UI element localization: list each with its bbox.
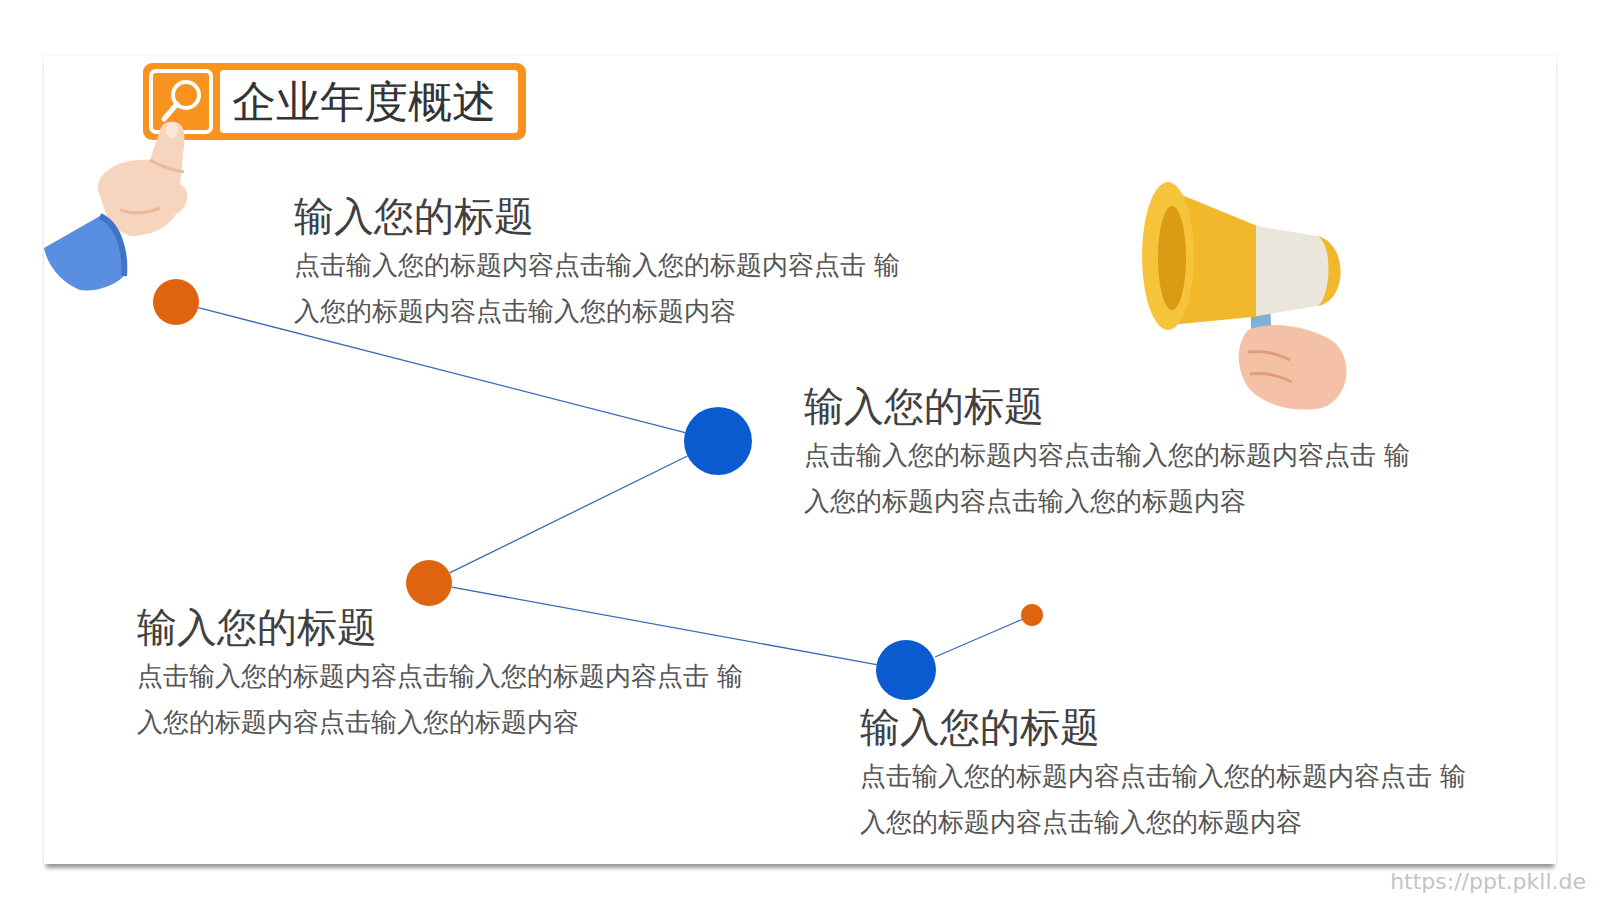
connector-stroke bbox=[452, 587, 877, 664]
connector-stroke bbox=[198, 308, 685, 433]
item-heading: 输入您的标题 bbox=[804, 382, 1414, 430]
item-heading: 输入您的标题 bbox=[860, 703, 1470, 751]
icon-frame bbox=[151, 71, 211, 132]
connector-line bbox=[450, 456, 688, 573]
item-body: 点击输入您的标题内容点击输入您的标题内容点击 输入您的标题内容点击输入您的标题内… bbox=[137, 653, 747, 745]
item-body: 点击输入您的标题内容点击输入您的标题内容点击 输入您的标题内容点击输入您的标题内… bbox=[860, 753, 1470, 845]
timeline-dot: 输入您的标题点击输入您的标题内容点击输入您的标题内容点击 输入您的标题内容点击输… bbox=[876, 640, 936, 700]
end-dot bbox=[1021, 604, 1043, 626]
item-heading: 输入您的标题 bbox=[294, 192, 904, 240]
connector-stroke bbox=[450, 456, 688, 573]
timeline-dot: 输入您的标题点击输入您的标题内容点击输入您的标题内容点击 输入您的标题内容点击输… bbox=[684, 407, 752, 475]
item-heading: 输入您的标题 bbox=[137, 603, 747, 651]
megaphone-illustration bbox=[1142, 182, 1347, 410]
watermark: https://ppt.pkll.de bbox=[1390, 869, 1586, 894]
title-panel bbox=[220, 70, 518, 133]
text-group: 输入您的标题点击输入您的标题内容点击输入您的标题内容点击 输入您的标题内容点击输… bbox=[137, 603, 747, 745]
connector-line bbox=[452, 587, 877, 664]
item-body: 点击输入您的标题内容点击输入您的标题内容点击 输入您的标题内容点击输入您的标题内… bbox=[804, 432, 1414, 524]
title-frame bbox=[143, 63, 526, 140]
connector-line bbox=[198, 308, 685, 433]
pointing-hand bbox=[44, 122, 187, 291]
slide-title: 企业年度概述 bbox=[232, 74, 496, 130]
timeline-dot: 输入您的标题点击输入您的标题内容点击输入您的标题内容点击 输入您的标题内容点击输… bbox=[406, 560, 452, 606]
timeline-dot: 输入您的标题点击输入您的标题内容点击输入您的标题内容点击 输入您的标题内容点击输… bbox=[153, 279, 199, 325]
item-body: 点击输入您的标题内容点击输入您的标题内容点击 输入您的标题内容点击输入您的标题内… bbox=[294, 242, 904, 334]
magnifier-handle bbox=[164, 104, 177, 119]
text-group: 输入您的标题点击输入您的标题内容点击输入您的标题内容点击 输入您的标题内容点击输… bbox=[804, 382, 1414, 524]
text-group: 输入您的标题点击输入您的标题内容点击输入您的标题内容点击 输入您的标题内容点击输… bbox=[294, 192, 904, 334]
text-group: 输入您的标题点击输入您的标题内容点击输入您的标题内容点击 输入您的标题内容点击输… bbox=[860, 703, 1470, 845]
leader-line bbox=[935, 619, 1023, 657]
